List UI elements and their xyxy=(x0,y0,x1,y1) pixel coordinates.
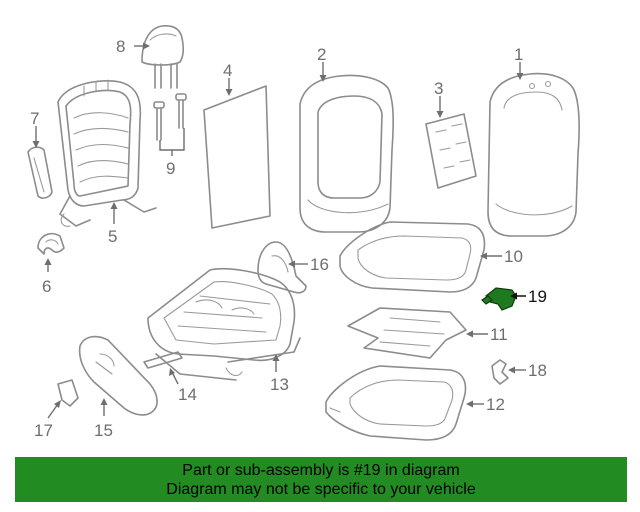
part-9-headrest-guides[interactable] xyxy=(153,93,187,141)
part-10-cushion-cover[interactable] xyxy=(339,221,486,293)
banner-line-part-note: Part or sub-assembly is #19 in diagram xyxy=(182,461,460,479)
part-1-seatback-pad[interactable] xyxy=(487,72,580,237)
callout-12: 12 xyxy=(486,395,505,414)
part-7-side-trim[interactable] xyxy=(27,146,53,199)
part-8-headrest[interactable] xyxy=(141,25,185,89)
info-banner: Part or sub-assembly is #19 in diagram D… xyxy=(15,457,627,502)
callout-3: 3 xyxy=(434,79,443,98)
part-12-cushion-pad[interactable] xyxy=(325,365,467,441)
callout-5: 5 xyxy=(108,227,117,246)
part-13-seat-frame[interactable] xyxy=(147,267,301,381)
part-6-bracket[interactable] xyxy=(37,232,65,255)
part-2-seatback-cover[interactable] xyxy=(299,74,394,233)
callout-17: 17 xyxy=(34,421,53,440)
callout-6: 6 xyxy=(42,277,51,296)
callout-19: 19 xyxy=(528,287,547,306)
callout-7: 7 xyxy=(30,109,39,128)
callout-leaders xyxy=(32,42,526,419)
part-19-highlighted[interactable] xyxy=(481,287,517,311)
callout-8: 8 xyxy=(116,37,125,56)
callout-14: 14 xyxy=(178,385,197,404)
part-14-cross-bar[interactable] xyxy=(143,351,183,369)
part-15-side-cover[interactable] xyxy=(78,335,158,416)
part-17-clip[interactable] xyxy=(57,379,79,407)
callout-15: 15 xyxy=(94,421,113,440)
banner-line-disclaimer: Diagram may not be specific to your vehi… xyxy=(166,480,476,498)
callout-10: 10 xyxy=(504,247,523,266)
callout-4: 4 xyxy=(223,61,232,80)
part-18-clip[interactable] xyxy=(491,359,509,385)
part-4-back-panel[interactable] xyxy=(203,85,271,229)
seat-exploded-diagram: 8 4 2 3 1 7 9 5 6 10 16 19 11 18 13 14 1… xyxy=(27,25,580,441)
callout-16: 16 xyxy=(310,255,329,274)
part-11-heater-pad[interactable] xyxy=(347,307,467,359)
callout-2: 2 xyxy=(317,45,326,64)
callout-1: 1 xyxy=(514,45,523,64)
callout-13: 13 xyxy=(270,375,289,394)
callout-11: 11 xyxy=(490,325,508,344)
callout-9: 9 xyxy=(166,159,175,178)
part-5-seatback-frame[interactable] xyxy=(57,79,157,227)
part-3-lumbar-pad[interactable] xyxy=(425,113,477,189)
part-16-side-shield[interactable] xyxy=(257,241,307,294)
callout-18: 18 xyxy=(528,361,547,380)
